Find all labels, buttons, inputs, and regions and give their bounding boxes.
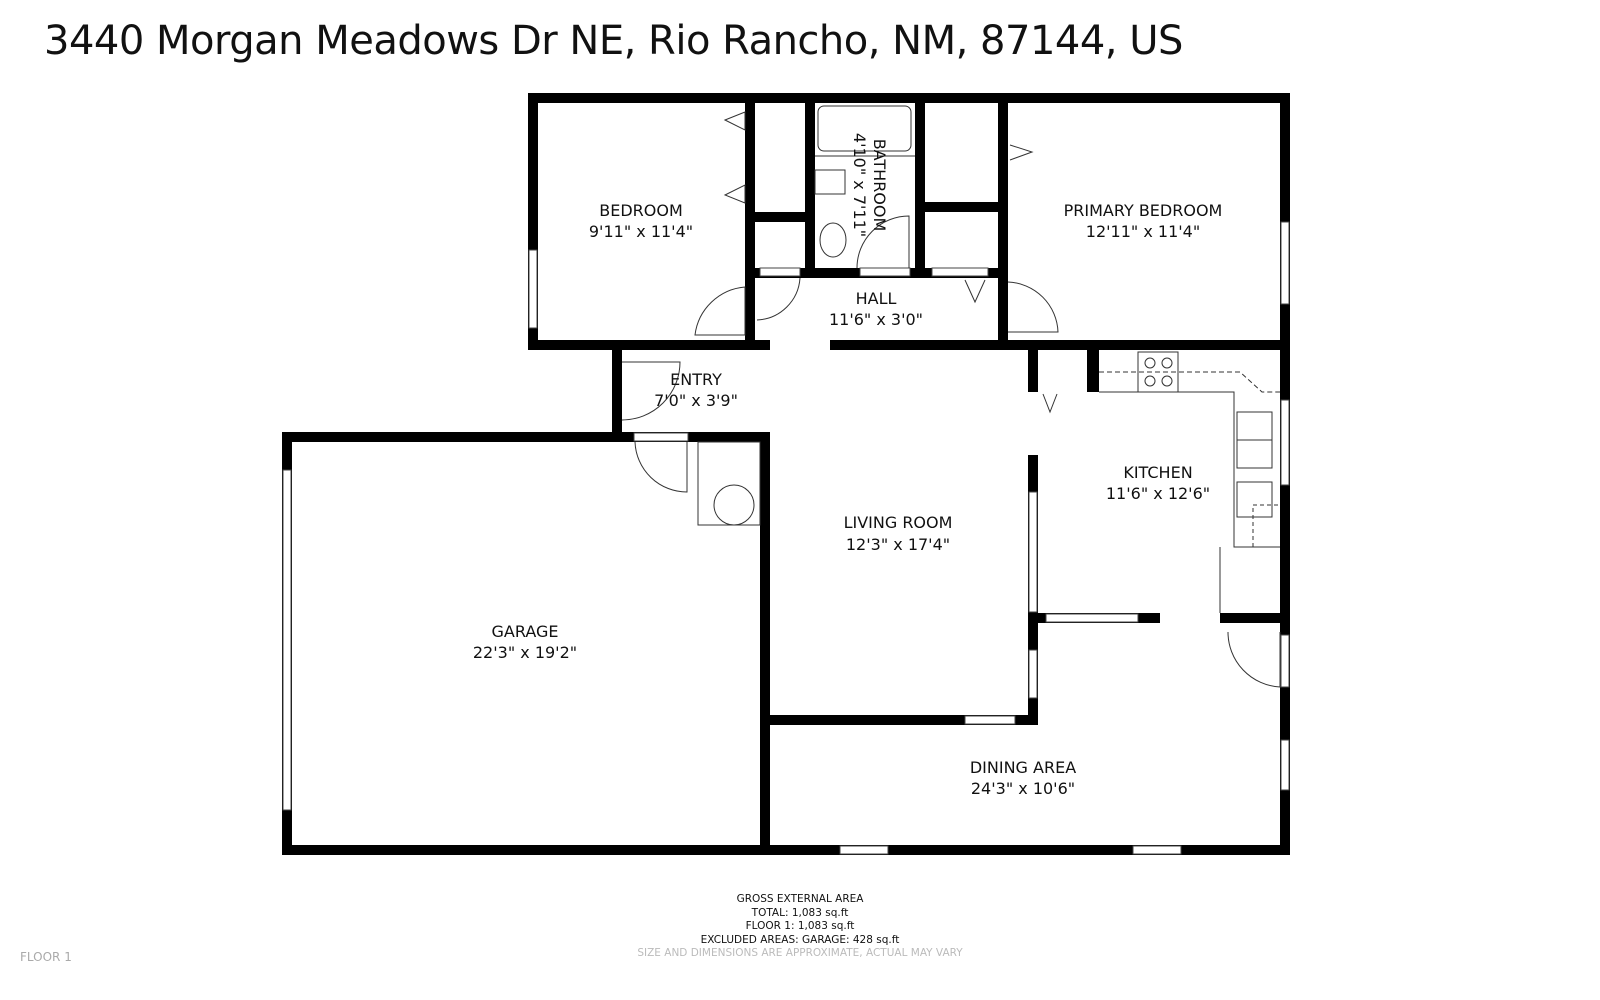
room-dims-dining-area: 24'3" x 10'6" bbox=[971, 779, 1075, 798]
area-total: TOTAL: 1,083 sq.ft bbox=[751, 906, 849, 919]
room-dims-bedroom: 9'11" x 11'4" bbox=[589, 222, 693, 241]
room-name-kitchen: KITCHEN bbox=[1123, 463, 1192, 482]
area-excluded: EXCLUDED AREAS: GARAGE: 428 sq.ft bbox=[700, 933, 900, 946]
room-name-entry: ENTRY bbox=[670, 370, 722, 389]
room-dims-living-room: 12'3" x 17'4" bbox=[846, 535, 950, 554]
room-labels: BEDROOM 9'11" x 11'4" BATHROOM 4'10" x 7… bbox=[473, 133, 1222, 798]
room-name-living-room: LIVING ROOM bbox=[844, 513, 953, 532]
room-dims-kitchen: 11'6" x 12'6" bbox=[1106, 484, 1210, 503]
room-name-primary-bedroom: PRIMARY BEDROOM bbox=[1064, 201, 1223, 220]
area-heading: GROSS EXTERNAL AREA bbox=[736, 893, 864, 905]
room-name-dining-area: DINING AREA bbox=[970, 758, 1076, 777]
room-dims-primary-bedroom: 12'11" x 11'4" bbox=[1086, 222, 1200, 241]
room-dims-hall: 11'6" x 3'0" bbox=[829, 310, 923, 329]
floor-label: FLOOR 1 bbox=[20, 950, 72, 964]
room-dims-bathroom: 4'10" x 7'11" bbox=[850, 133, 869, 237]
area-summary: GROSS EXTERNAL AREA TOTAL: 1,083 sq.ft F… bbox=[0, 893, 1600, 961]
room-name-hall: HALL bbox=[856, 289, 897, 308]
disclaimer: SIZE AND DIMENSIONS ARE APPROXIMATE, ACT… bbox=[637, 947, 963, 959]
room-name-bedroom: BEDROOM bbox=[599, 201, 683, 220]
windows-doors bbox=[282, 111, 1290, 855]
room-dims-entry: 7'0" x 3'9" bbox=[654, 391, 738, 410]
room-name-bathroom: BATHROOM bbox=[870, 139, 889, 232]
room-name-garage: GARAGE bbox=[492, 622, 559, 641]
area-floor1: FLOOR 1: 1,083 sq.ft bbox=[745, 920, 855, 932]
property-address: 3440 Morgan Meadows Dr NE, Rio Rancho, N… bbox=[44, 18, 1183, 64]
room-dims-garage: 22'3" x 19'2" bbox=[473, 643, 577, 662]
fixtures bbox=[697, 105, 1280, 613]
